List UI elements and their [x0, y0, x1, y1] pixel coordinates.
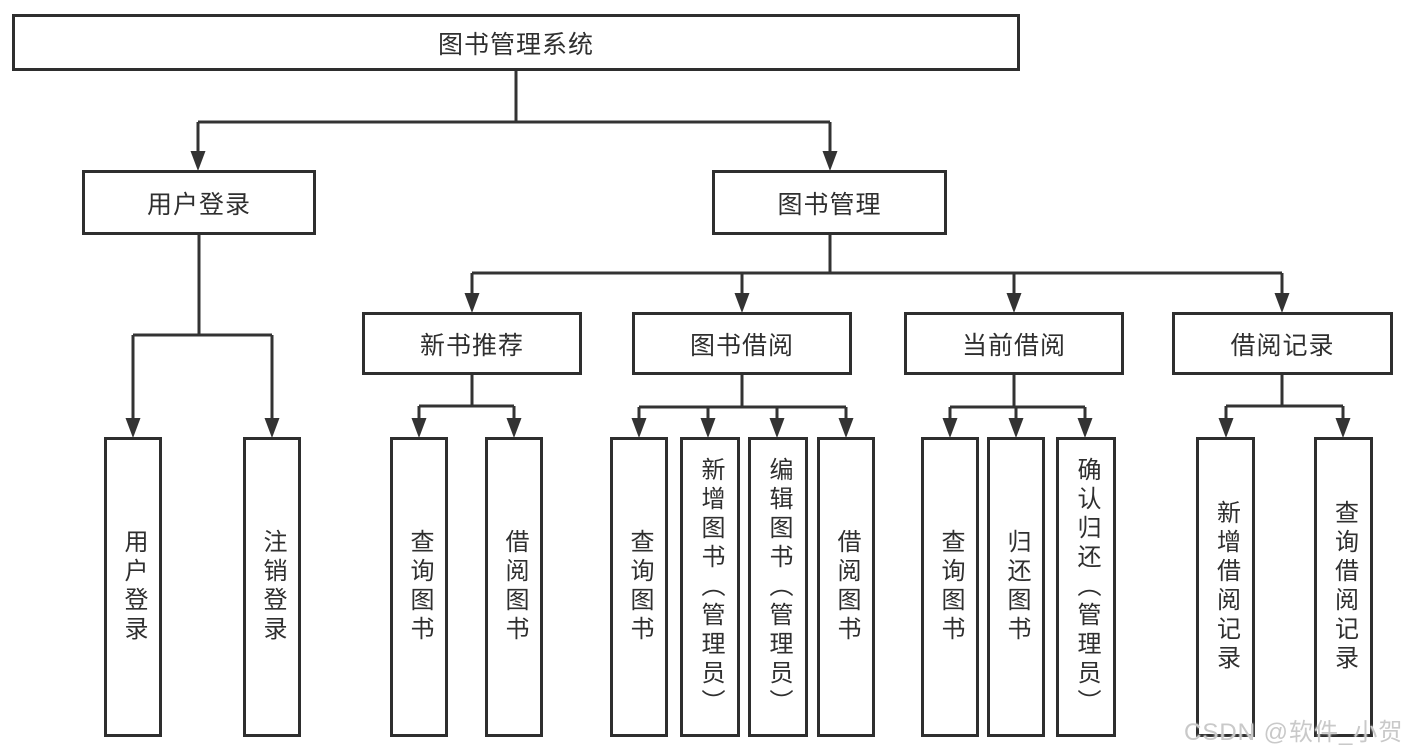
node-label: 编辑图书（管理员）: [765, 456, 792, 718]
arrowheads: [125, 151, 1351, 438]
leaf-query-books-recommend: 查询图书: [390, 437, 448, 737]
leaf-edit-book-admin: 编辑图书（管理员）: [748, 437, 808, 737]
node-label: 图书管理: [777, 190, 882, 219]
node-label: 查询借阅记录: [1330, 500, 1358, 674]
csdn-watermark: CSDN @软件_小贺同学: [1184, 719, 1405, 746]
node-book-management: 图书管理: [712, 170, 947, 235]
node-label: 借阅图书: [833, 529, 860, 645]
node-borrowing-records: 借阅记录: [1172, 312, 1393, 375]
node-library-management-system: 图书管理系统: [12, 14, 1020, 71]
node-label: 新书推荐: [419, 331, 524, 360]
node-label: 用户登录: [146, 190, 251, 219]
leaf-user-login: 用户登录: [104, 437, 162, 737]
node-label: 借阅记录: [1230, 331, 1335, 360]
leaf-add-book-admin: 新增图书（管理员）: [680, 437, 740, 737]
node-label: 查询图书: [626, 529, 653, 645]
leaf-borrow-books-recommend: 借阅图书: [485, 437, 543, 737]
node-label: 注销登录: [259, 529, 286, 645]
node-user-login: 用户登录: [82, 170, 316, 235]
node-label: 查询图书: [406, 529, 433, 645]
node-label: 用户登录: [120, 529, 147, 645]
node-new-book-recommend: 新书推荐: [362, 312, 582, 375]
node-label: 新增借阅记录: [1212, 500, 1240, 674]
node-label: 确认归还（管理员）: [1073, 456, 1100, 718]
leaf-query-borrow-record: 查询借阅记录: [1314, 437, 1373, 737]
node-label: 新增图书（管理员）: [697, 456, 724, 718]
node-book-borrowing: 图书借阅: [632, 312, 852, 375]
node-current-borrowing: 当前借阅: [904, 312, 1124, 375]
leaf-query-books-current: 查询图书: [921, 437, 979, 737]
node-label: 图书管理系统: [437, 30, 594, 59]
leaf-query-books-borrowing: 查询图书: [610, 437, 668, 737]
leaf-add-borrow-record: 新增借阅记录: [1196, 437, 1255, 737]
node-label: 当前借阅: [961, 331, 1066, 360]
node-label: 查询图书: [937, 529, 964, 645]
node-label: 图书借阅: [689, 331, 794, 360]
leaf-return-books: 归还图书: [987, 437, 1045, 737]
leaf-borrow-books: 借阅图书: [817, 437, 875, 737]
leaf-confirm-return-admin: 确认归还（管理员）: [1056, 437, 1116, 737]
node-label: 归还图书: [1003, 529, 1030, 645]
node-label: 借阅图书: [501, 529, 528, 645]
leaf-logout: 注销登录: [243, 437, 301, 737]
